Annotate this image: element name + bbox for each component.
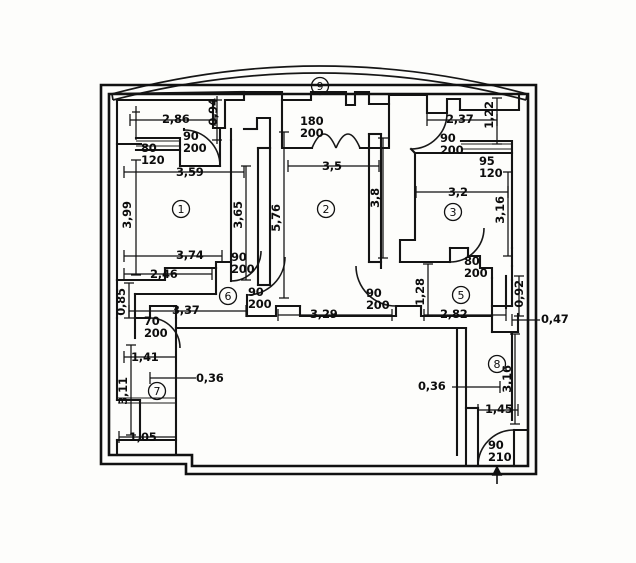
opening-label-door-room5-upper-w: 80 (464, 254, 480, 268)
dim-label-1-28: 1,28 (413, 278, 427, 306)
opening-label-door-hall-right-w: 90 (366, 286, 382, 300)
dim-label-5-76: 5,76 (269, 204, 283, 232)
north-arrow (491, 465, 503, 484)
opening-labels: 80 120 90 200 180 200 90 200 95 120 90 2… (141, 114, 512, 464)
dim-label-3-29: 3,29 (310, 307, 338, 321)
dim-label-3-11: 3,11 (116, 377, 130, 405)
dim-label-1-45: 1,45 (485, 402, 513, 416)
dimension-labels: 2,86 0,94 3,59 3,99 3,65 5,76 3,5 3,8 2,… (114, 98, 569, 444)
room-badge-2: 2 (316, 199, 336, 219)
dim-label-2-37: 2,37 (446, 112, 474, 126)
dim-label-3-37: 3,37 (172, 303, 200, 317)
room-number-badges: 1 2 3 5 6 7 8 9 (147, 76, 507, 401)
dim-label-0-36-left: 0,36 (196, 371, 224, 385)
room-badge-8: 8 (487, 354, 507, 374)
opening-label-door-room3-w: 90 (440, 131, 456, 145)
opening-label-window-living-left-w: 80 (141, 141, 157, 155)
dim-label-1-05: 1,05 (129, 430, 157, 444)
opening-label-door-balcony-center-h: 200 (300, 126, 324, 140)
room-8-walls (464, 330, 530, 468)
dim-label-0-36-right: 0,36 (418, 379, 446, 393)
opening-label-door-room3-h: 200 (440, 143, 464, 157)
room-label-1: 1 (178, 203, 185, 216)
dim-label-3-5: 3,5 (322, 159, 342, 173)
opening-label-door-room6-right-h: 200 (248, 297, 272, 311)
dim-label-3-99: 3,99 (120, 201, 134, 229)
outer-wall-envelope (99, 83, 538, 476)
room-badge-5: 5 (451, 285, 471, 305)
dim-label-1-22: 1,22 (482, 101, 496, 129)
dim-label-3-16-bottom: 3,16 (500, 365, 514, 393)
opening-label-door-entrance-h: 210 (488, 450, 512, 464)
dim-label-3-74: 3,74 (176, 248, 204, 262)
dim-label-0-47: 0,47 (541, 312, 569, 326)
room-7-walls (115, 316, 178, 457)
dim-label-2-82: 2,82 (440, 307, 468, 321)
room-badge-7: 7 (147, 381, 167, 401)
room-badge-6: 6 (218, 286, 238, 306)
room-label-8: 8 (494, 358, 501, 371)
opening-label-door-balcony-center-w: 180 (300, 114, 324, 128)
dimension-lines (118, 96, 540, 443)
opening-label-door-room6-right-w: 90 (248, 285, 264, 299)
opening-label-door-room6-upper-w: 90 (231, 250, 247, 264)
room-label-3: 3 (450, 206, 457, 219)
dim-label-3-59: 3,59 (176, 165, 204, 179)
room-6-hall-walls (115, 260, 494, 320)
room-label-9: 9 (317, 80, 324, 93)
dim-label-2-46: 2,46 (150, 267, 178, 281)
dim-label-3-2: 3,2 (448, 185, 468, 199)
dim-label-1-41: 1,41 (131, 350, 159, 364)
opening-label-door-room6-upper-h: 200 (231, 262, 255, 276)
dim-label-0-94: 0,94 (206, 98, 220, 126)
room-label-5: 5 (458, 289, 465, 302)
opening-label-window-room3-h: 120 (479, 166, 503, 180)
central-hall-walls (174, 316, 468, 468)
opening-label-door-room5-upper-h: 200 (464, 266, 488, 280)
dim-label-2-86: 2,86 (162, 112, 190, 126)
dim-label-3-8: 3,8 (368, 188, 382, 208)
room-badge-9: 9 (310, 76, 330, 96)
opening-label-door-entry-left-w: 90 (183, 129, 199, 143)
top-facade-walls (107, 90, 521, 155)
room-badge-3: 3 (443, 202, 463, 222)
room-3-walls (398, 151, 514, 280)
dim-label-0-85: 0,85 (114, 288, 128, 316)
dim-label-3-65: 3,65 (231, 201, 245, 229)
opening-label-door-room7-w: 70 (144, 314, 160, 328)
opening-label-door-entry-left-h: 200 (183, 141, 207, 155)
room-label-7: 7 (154, 385, 161, 398)
opening-label-door-entrance-w: 90 (488, 438, 504, 452)
dim-label-3-16-top: 3,16 (493, 196, 507, 224)
balcony-door-swings (280, 98, 391, 150)
room-badge-1: 1 (171, 199, 191, 219)
opening-label-window-room3-w: 95 (479, 154, 495, 168)
room-5-walls (490, 264, 520, 334)
dim-label-0-92: 0,92 (512, 280, 526, 308)
room-label-2: 2 (323, 203, 330, 216)
room-label-6: 6 (225, 290, 232, 303)
opening-label-window-living-left-h: 120 (141, 153, 165, 167)
opening-label-door-room7-h: 200 (144, 326, 168, 340)
opening-label-door-hall-right-h: 200 (366, 298, 390, 312)
room-2-walls (242, 116, 383, 287)
